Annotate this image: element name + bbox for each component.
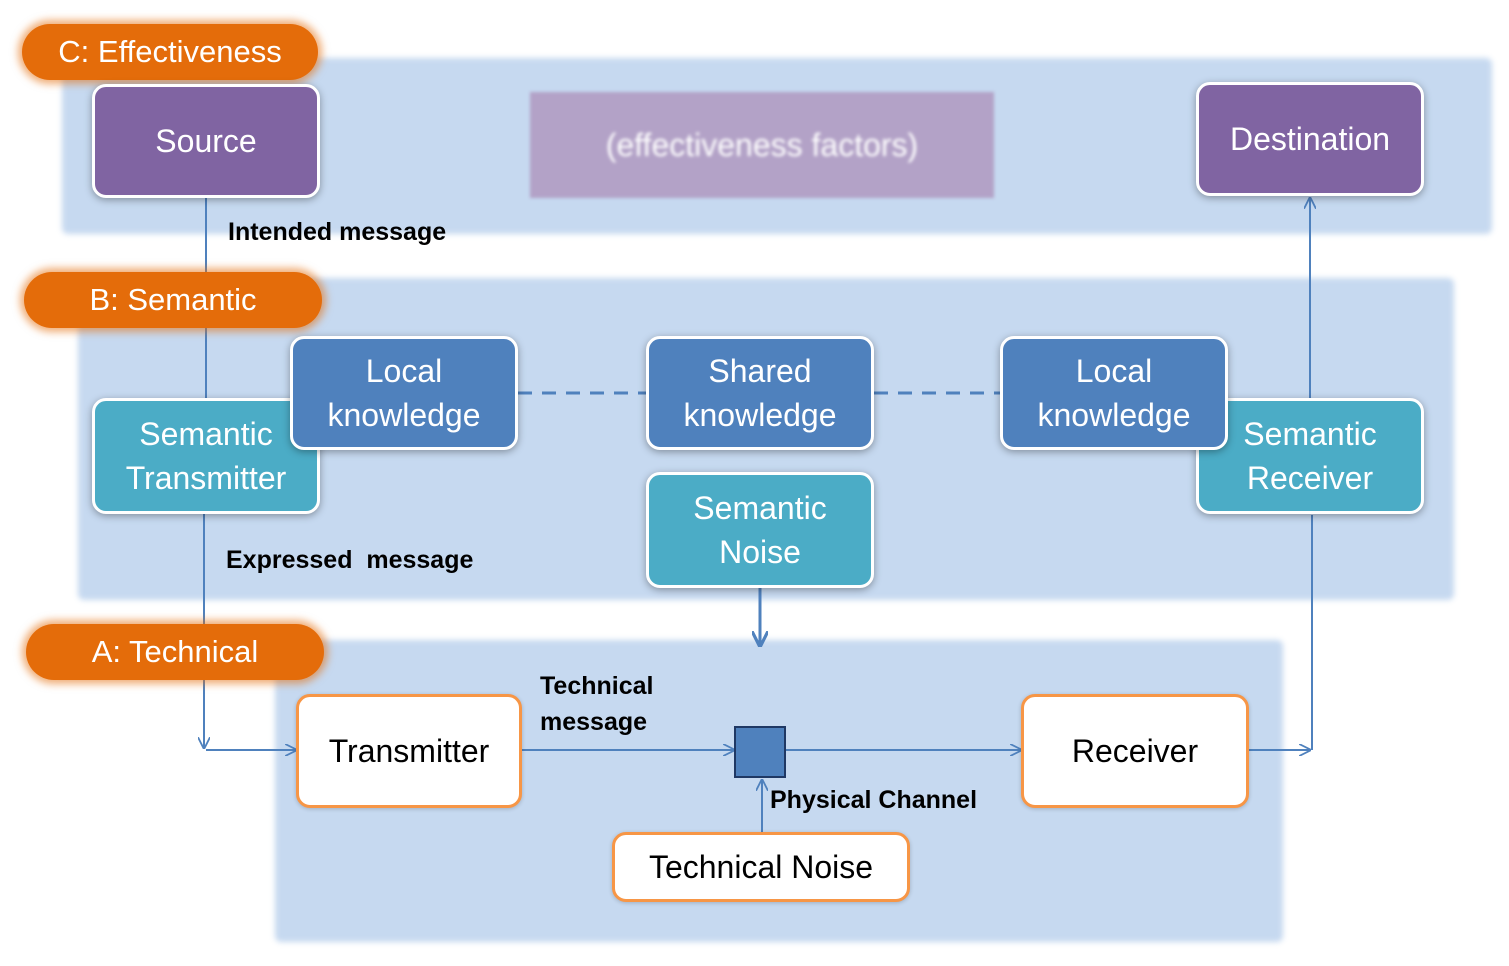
receiver-box: Receiver	[1021, 694, 1249, 808]
shared-knowledge-box: Shared knowledge	[646, 336, 874, 450]
semantic-receiver-box: Semantic Receiver	[1196, 398, 1424, 514]
intended-message-label: Intended message	[228, 218, 447, 246]
semantic-transmitter-box: Semantic Transmitter	[92, 398, 320, 514]
effectiveness-factors-box: (effectiveness factors)	[530, 92, 994, 198]
technical-noise-box: Technical Noise	[612, 832, 910, 902]
destination-box: Destination	[1196, 82, 1424, 196]
layer-technical-label: A: Technical	[26, 624, 324, 680]
semantic-noise-box: Semantic Noise	[646, 472, 874, 588]
physical-channel-label: Physical Channel	[770, 786, 978, 814]
technical-message-label: Technical message	[540, 672, 654, 736]
layer-effectiveness-label: C: Effectiveness	[22, 24, 318, 80]
local-knowledge-rx-box: Local knowledge	[1000, 336, 1228, 450]
local-knowledge-tx-box: Local knowledge	[290, 336, 518, 450]
layer-semantic-label: B: Semantic	[24, 272, 322, 328]
physical-channel-node	[734, 726, 786, 778]
source-box: Source	[92, 84, 320, 198]
expressed-message-label: Expressed message	[226, 546, 474, 574]
transmitter-box: Transmitter	[296, 694, 522, 808]
